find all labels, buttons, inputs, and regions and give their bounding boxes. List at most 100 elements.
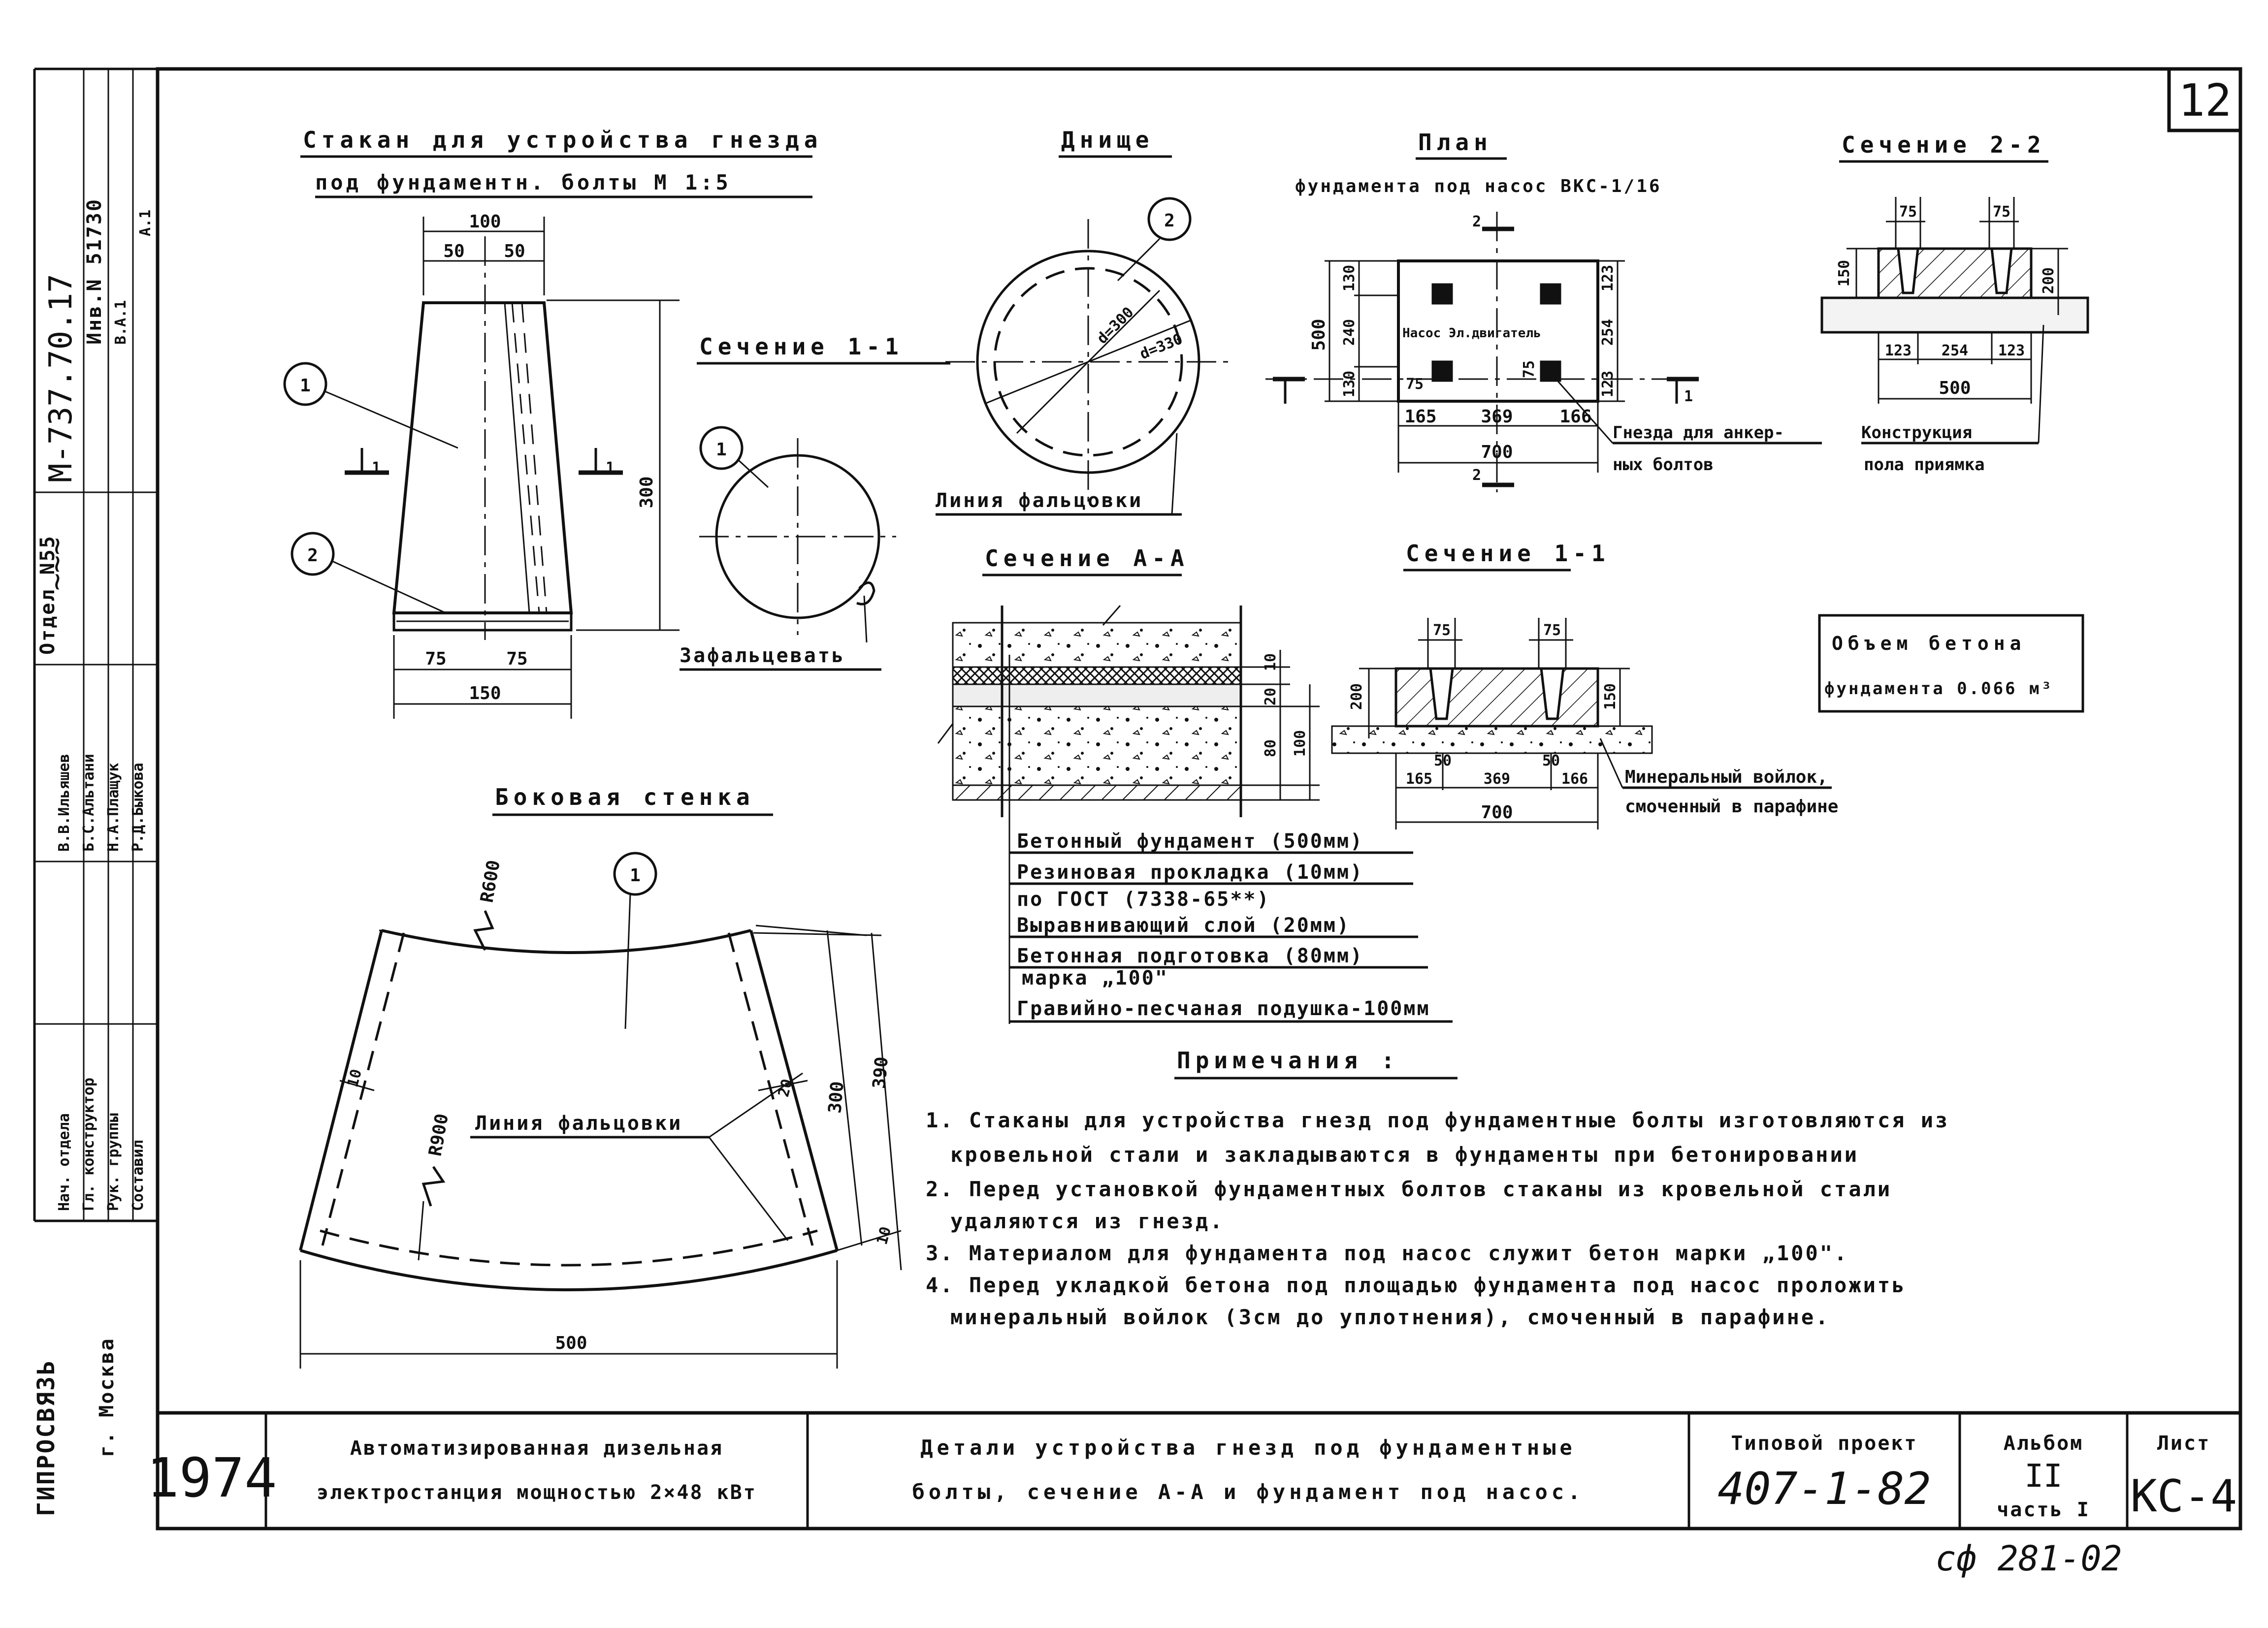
dim-cup-bot-a: 75 [425,649,446,669]
dim-d330: d=330 [1137,330,1185,363]
sw-dim-500: 500 [555,1333,587,1353]
s11-dim-75a: 75 [1433,622,1451,639]
concrete-volume-1: Объем бетона [1832,633,2026,654]
s11-dim-150: 150 [1602,683,1619,710]
concrete-volume-box: Объем бетона фундамента 0.066 м³ [1818,614,2084,713]
s22-dim-200: 200 [2040,267,2057,294]
sheet-code-2: А.1 [137,210,154,236]
cup-drawing: Стакан для устройства гнезда под фундаме… [283,127,822,719]
plan-dim-369: 369 [1481,407,1513,427]
plan-dim-75: 75 [1406,376,1424,393]
note-3: 3. Материалом для фундамента под насос с… [926,1241,1848,1265]
project-name-1: Автоматизированная дизельная [350,1437,723,1460]
layer-gravel-sand: Гравийно-песчаная подушка-100мм [1017,997,1430,1020]
plan-cut-1-right: 1 [1684,388,1693,405]
side-stamp: М-737.70.17 Инв.N 51730 В.А.1 А.1 Отдел … [32,67,158,1516]
plan-dim-123: 123 [1599,265,1617,291]
typical-project-label: Типовой проект [1731,1432,1917,1455]
s11-dim-369: 369 [1484,770,1510,788]
sheet-code-1: В.А.1 [112,300,130,345]
s22-dim-75b: 75 [1993,203,2010,221]
name-head: В.В.Ильяшев [56,754,73,852]
dim-cup-half-a: 50 [443,241,464,261]
pump-motor-label: Насос Эл.двигатель [1402,326,1541,341]
inventory-number: Инв.N 51730 [83,198,106,345]
plan-dim-166: 166 [1559,407,1591,427]
notes-title: Примечания : [1177,1047,1399,1074]
s22-dim-123: 123 [1885,342,1912,359]
sheet-number: 12 [2178,75,2232,127]
title-block: 1974 Автоматизированная дизельная электр… [147,1411,2240,1529]
sw-dim-r900: R900 [425,1112,452,1158]
note-4-line-1: 4. Перед укладкой бетона под площадью фу… [926,1273,1906,1297]
callout-2-bottom: 2 [1164,211,1175,231]
org-name: ГИПРОСВЯЗЬ [32,1359,60,1516]
pit-floor-label-2: пола приямка [1864,455,1985,475]
s22-dim-500: 500 [1939,378,1971,398]
aa-dim-20: 20 [1262,688,1279,705]
s22-dim-150: 150 [1836,260,1853,287]
plan-cut-2-top: 2 [1472,213,1481,230]
album-value: II [2024,1458,2062,1495]
fold-over-label: Зафальцевать [680,644,845,667]
concrete-volume-2: фундамента 0.066 м³ [1824,679,2053,699]
anchor-holes-label-2: ных болтов [1613,455,1714,475]
drawing-title-2: болты, сечение А-А и фундамент под насос… [912,1480,1585,1504]
dim-cup-half-b: 50 [504,241,525,261]
note-4-line-2: минеральный войлок (3см до уплотнения), … [950,1305,1830,1329]
cup-title-1: Стакан для устройства гнезда [303,127,822,153]
section-1-1-small: Сечение 1-1 1 Зафальцевать [680,333,950,671]
anchor-holes-label-1: Гнезда для анкер- [1613,423,1784,443]
name-group: Н.А.Плащук [105,763,122,852]
cut-mark-1-left: 1 [372,459,381,477]
s11-dim-166: 166 [1561,770,1588,788]
cut-mark-1-right: 1 [606,459,615,477]
fold-line-label-2: Линия фальцовки [475,1112,682,1135]
mineral-felt-label-2: смоченный в парафине [1625,797,1838,817]
sheet-number-box [2167,67,2242,132]
signature: ~~~ [39,538,74,591]
callout-2: 2 [307,545,318,566]
role-drafter: Составил [130,1140,147,1212]
plan-dim-130: 130 [1341,265,1358,291]
notes-block: Примечания : 1. Стаканы для устройства г… [926,1047,1947,1329]
plan-dim-130b: 130 [1341,371,1358,397]
name-drafter: Р.Д.Быкова [130,763,147,852]
callout-1-s11: 1 [716,440,727,460]
cup-title-2: под фундаментн. болты М 1:5 [315,170,731,194]
dept-number: Отдел N55 [36,535,59,655]
part-label: часть I [1997,1499,2090,1521]
dim-d300: d=300 [1094,304,1137,348]
s11-dim-200: 200 [1348,683,1365,710]
note-2-line-2: удаляются из гнезд. [950,1209,1224,1233]
project-name-2: электростанция мощностью 2×48 кВт [317,1481,757,1504]
layer-grade: марка „100" [1022,967,1168,990]
aa-dim-100: 100 [1292,730,1309,757]
section-1-1-title: Сечение 1-1 [1406,540,1610,567]
drawing-title-1: Детали устройства гнезд под фундаментные [920,1436,1576,1460]
plan-dim-500: 500 [1309,319,1329,351]
aa-dim-80: 80 [1262,739,1279,757]
sheet-label: Лист [2157,1432,2210,1455]
city-name: г. Москва [96,1337,118,1457]
section-2-2: Сечение 2-2 75 75 150 200 123 254 123 50… [1820,131,2089,475]
mineral-felt-label-1: Минеральный войлок, [1625,767,1828,787]
section-a-a: Сечение А-А 10 20 80 100 Бетонный фундам… [937,545,1453,1024]
section-1-1-small-title: Сечение 1-1 [699,333,904,360]
plan-subtitle: фундамента под насос ВКС-1/16 [1295,176,1662,196]
s22-dim-75a: 75 [1899,203,1917,221]
sw-dim-300: 300 [825,1081,848,1114]
bottom-drawing: Днище d=300 d=330 2 Линия фальцовки [936,127,1231,516]
note-1-line-2: кровельной стали и закладываются в фунда… [950,1143,1859,1167]
sw-dim-390: 390 [869,1056,892,1089]
callout-1-side-wall: 1 [630,865,641,886]
layer-concrete-prep: Бетонная подготовка (80мм) [1017,945,1363,967]
album-label: Альбом [2004,1432,2084,1455]
dim-cup-height: 300 [637,476,657,508]
doc-number: М-737.70.17 [43,274,79,482]
plan-drawing: План фундамента под насос ВКС-1/16 Насос… [1265,129,1822,492]
dim-cup-top: 100 [469,212,501,232]
year: 1974 [147,1446,277,1509]
pit-floor-label-1: Конструкция [1861,423,1972,443]
